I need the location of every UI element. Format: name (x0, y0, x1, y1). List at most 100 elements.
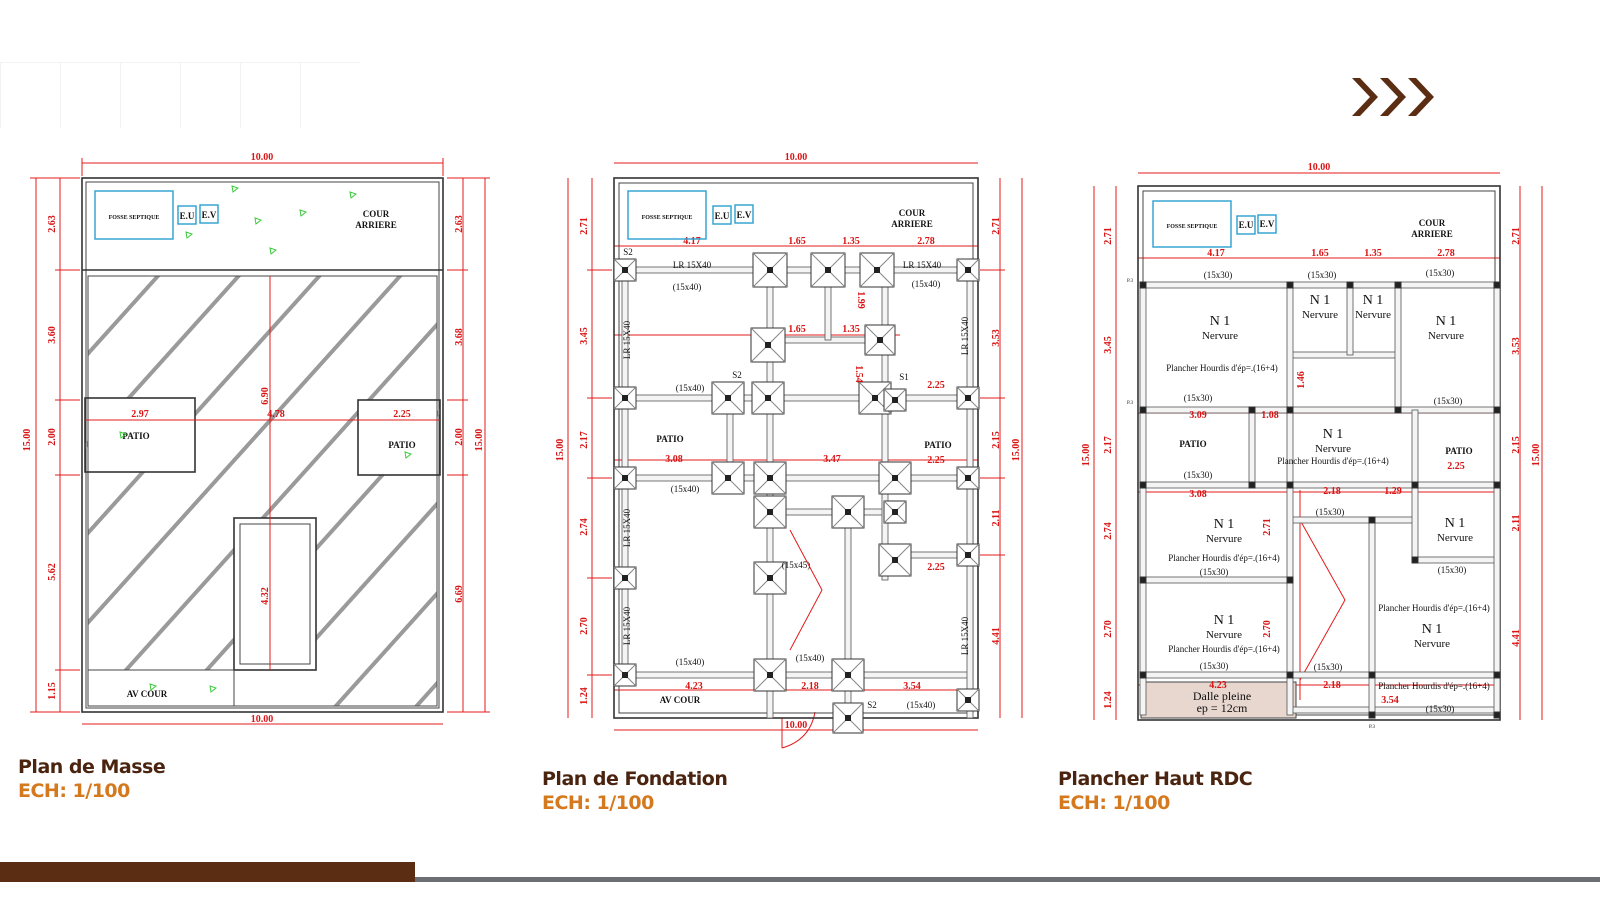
label-av-cour: AV COUR (660, 695, 701, 705)
dim-right: 4.41 (991, 627, 1002, 645)
background-grid (0, 62, 360, 128)
dim-row: 1.35 (842, 236, 860, 247)
label-beam: (15x30) (1316, 507, 1345, 517)
dim-inner: 2.25 (927, 380, 945, 391)
dim-inner: 4.23 (1209, 680, 1227, 691)
dim-right: 2.63 (454, 215, 465, 233)
footer-line (415, 877, 1600, 882)
column (1248, 481, 1256, 489)
dim-inner: 1.35 (842, 324, 860, 335)
label-nervure: Nervure (1428, 330, 1464, 342)
label-nervure: Nervure (1437, 532, 1473, 544)
label-beam: (15x30) (1426, 704, 1455, 714)
column (765, 395, 771, 401)
column (1286, 576, 1294, 584)
label-slab: N 1 (1214, 613, 1235, 628)
dim-inner: 3.54 (903, 681, 921, 692)
column (892, 509, 898, 515)
column (1493, 711, 1501, 719)
label-ev: E.V (1260, 219, 1275, 229)
beam (1140, 281, 1498, 289)
dim-inner: 1.29 (1384, 486, 1402, 497)
column (892, 397, 898, 403)
beam (1140, 481, 1498, 489)
label-beam: (15x40) (796, 653, 825, 663)
label-footing: S1 (899, 372, 909, 382)
beam (1346, 284, 1354, 356)
beam (618, 394, 974, 402)
column (1286, 281, 1294, 289)
dim-row: 1.35 (1364, 248, 1382, 259)
label-av-cour: AV COUR (127, 689, 168, 699)
label-slab: N 1 (1210, 314, 1231, 329)
dim-row: 4.17 (1207, 248, 1225, 259)
dim-left: 2.63 (47, 215, 58, 233)
label-beam: (15x40) (673, 282, 702, 292)
column (1493, 671, 1501, 679)
caption-plan-de-fondation: Plan de Fondation ECH: 1/100 (542, 768, 728, 814)
label-beam: (15x30) (1308, 270, 1337, 280)
label-ev: E.V (737, 210, 752, 220)
label-slab: N 1 (1436, 314, 1457, 329)
label-arriere: ARRIERE (1411, 229, 1453, 239)
column (872, 395, 878, 401)
dim-left: 5.62 (47, 563, 58, 581)
label-fosse-septique: FOSSE SEPTIQUE (109, 215, 160, 221)
drawing-scale: ECH: 1/100 (542, 792, 654, 814)
column (877, 337, 883, 343)
column (892, 475, 898, 481)
column (1139, 671, 1147, 679)
label-nervure: Nervure (1302, 309, 1338, 321)
beam (618, 671, 974, 679)
dim-inner: 2.25 (927, 562, 945, 573)
dim-right: 2.71 (1511, 227, 1522, 245)
label-nervure: Nervure (1206, 629, 1242, 641)
dim-top: 10.00 (1308, 162, 1331, 173)
dim-right: 2.15 (1511, 436, 1522, 454)
dim-total-right: 15.00 (1531, 444, 1542, 467)
label-beam: (15x30) (1184, 393, 1213, 403)
dim-inner: 4.23 (685, 681, 703, 692)
column (845, 715, 851, 721)
column (767, 475, 773, 481)
column (1368, 711, 1376, 719)
dim-total-right: 15.00 (474, 429, 485, 452)
dim-inner: 1.65 (788, 324, 806, 335)
beam (881, 269, 889, 581)
column (1493, 406, 1501, 414)
label-beam: (15x45) (782, 560, 811, 570)
dim-left: 2.74 (1103, 522, 1114, 540)
triple-chevron-right-icon[interactable] (1350, 74, 1440, 120)
beam (1140, 671, 1498, 679)
dim-left: 1.24 (1103, 691, 1114, 709)
label-fosse-septique: FOSSE SEPTIQUE (642, 215, 693, 221)
label-beam: (15x40) (671, 484, 700, 494)
dim-left: 2.71 (579, 217, 590, 235)
dim-left: 2.17 (1103, 436, 1114, 454)
column (767, 672, 773, 678)
column (622, 672, 628, 678)
column (1368, 516, 1376, 524)
dim-left: 3.60 (47, 326, 58, 344)
beam (1368, 519, 1376, 716)
label-arriere: ARRIERE (355, 220, 397, 230)
column (845, 672, 851, 678)
dim-right: 2.11 (991, 510, 1002, 527)
column (1493, 481, 1501, 489)
label-longrine: LR 15X40 (622, 320, 632, 359)
dim-left: 2.17 (579, 431, 590, 449)
label-beam: (15x30) (1204, 270, 1233, 280)
dim-right: 2.11 (1511, 515, 1522, 532)
dim-inner: 2.25 (393, 409, 411, 420)
label-beam: (15x30) (1438, 565, 1467, 575)
drawing-title: Plan de Masse (18, 756, 166, 778)
label-eu: E.U (715, 211, 730, 221)
column (1394, 281, 1402, 289)
drawing-title: Plan de Fondation (542, 768, 728, 790)
column (965, 697, 971, 703)
label-patio: PATIO (388, 440, 415, 450)
dim-left: 2.74 (579, 518, 590, 536)
caption-plan-de-masse: Plan de Masse ECH: 1/100 (18, 756, 166, 802)
dim-right: 6.69 (454, 585, 465, 603)
